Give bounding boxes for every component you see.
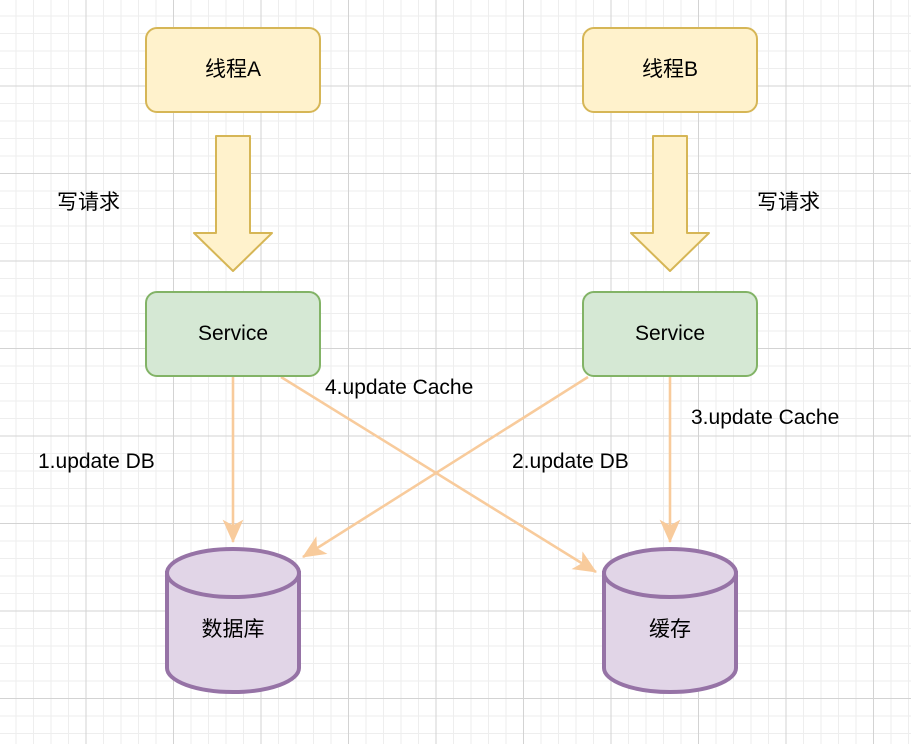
edge-label-write-request-left: 写请求 [57,191,120,214]
node-service-right-label: Service [634,322,706,346]
block-arrow-thread-a-to-service [193,135,273,272]
block-arrow-thread-b-to-service [630,135,710,272]
node-thread-b-label: 线程B [641,58,698,82]
node-service-left-label: Service [197,322,269,346]
node-service-left[interactable]: Service [145,291,321,377]
node-cache-label: 缓存 [649,618,691,641]
edge-4-update-cache [280,375,597,574]
node-thread-a-label: 线程A [204,58,261,82]
edge-label-3-update-cache: 3.update Cache [691,406,840,429]
node-thread-a[interactable]: 线程A [145,27,321,113]
node-thread-b[interactable]: 线程B [582,27,758,113]
edge-label-write-request-right: 写请求 [757,191,820,214]
edge-label-2-update-db: 2.update DB [512,450,629,473]
node-service-right[interactable]: Service [582,291,758,377]
edge-label-1-update-db: 1.update DB [38,450,155,473]
edge-label-4-update-cache: 4.update Cache [325,376,474,399]
node-database-label: 数据库 [201,618,265,641]
